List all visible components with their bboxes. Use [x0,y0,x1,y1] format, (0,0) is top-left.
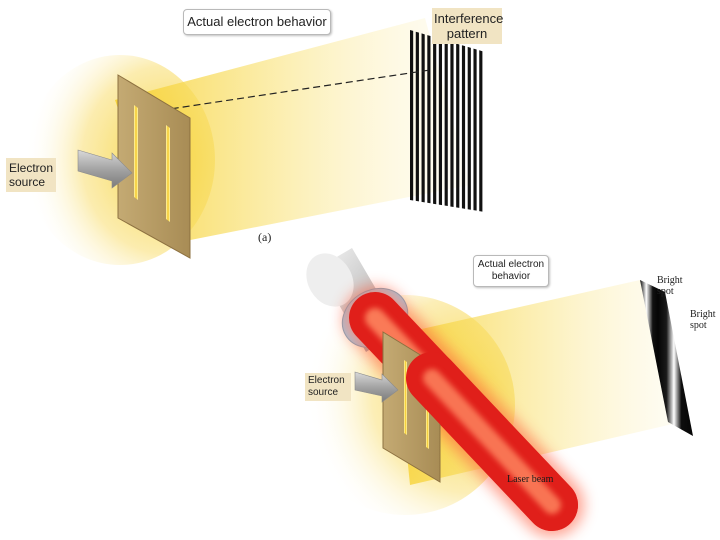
bright-spot-label-1-line1: Bright [657,275,683,286]
panel-b-source-label: Electron source [305,373,351,401]
panel-b-slit-1 [404,360,407,435]
panel-b-behavior-label-line2: behavior [474,271,548,283]
panel-a [25,18,482,265]
interference-fringe [468,47,471,210]
interference-fringe [450,42,453,207]
panel-a-source-label-line1: Electron [9,161,53,175]
interference-pattern-label-line2: pattern [434,26,500,41]
interference-fringe [422,33,425,202]
interference-fringe [439,38,442,205]
bright-spot-label-1: Bright spot [657,275,683,297]
interference-pattern-label: Interference pattern [432,8,502,44]
panel-b-behavior-label-line1: Actual electron [474,259,548,271]
bright-spot-label-2-line1: Bright [690,309,716,320]
panel-b-source-label-line1: Electron [308,375,348,387]
bright-spot-label-2: Bright spot [690,309,716,331]
interference-fringe [433,37,436,204]
panel-a-tag: (a) [258,230,271,245]
panel-b-behavior-label: Actual electron behavior [473,255,549,287]
panel-a-source-label: Electron source [6,158,56,192]
interference-fringe [445,40,448,206]
interference-fringe [427,35,430,203]
interference-pattern-label-line1: Interference [434,11,500,26]
interference-fringe [473,49,476,211]
panel-b-source-label-line2: source [308,387,348,399]
panel-a-slit-2 [166,125,170,222]
bright-spot-label-1-line2: spot [657,286,683,297]
interference-fringe [479,50,482,211]
bright-spot-label-2-line2: spot [690,320,716,331]
interference-fringe [462,45,465,209]
interference-fringe [456,44,459,208]
panel-a-behavior-label: Actual electron behavior [183,9,331,35]
interference-fringe [416,32,419,202]
panel-a-slit-1 [134,105,138,200]
laser-beam-label: Laser beam [507,474,553,485]
panel-a-source-label-line2: source [9,175,53,189]
interference-fringe [410,30,413,201]
